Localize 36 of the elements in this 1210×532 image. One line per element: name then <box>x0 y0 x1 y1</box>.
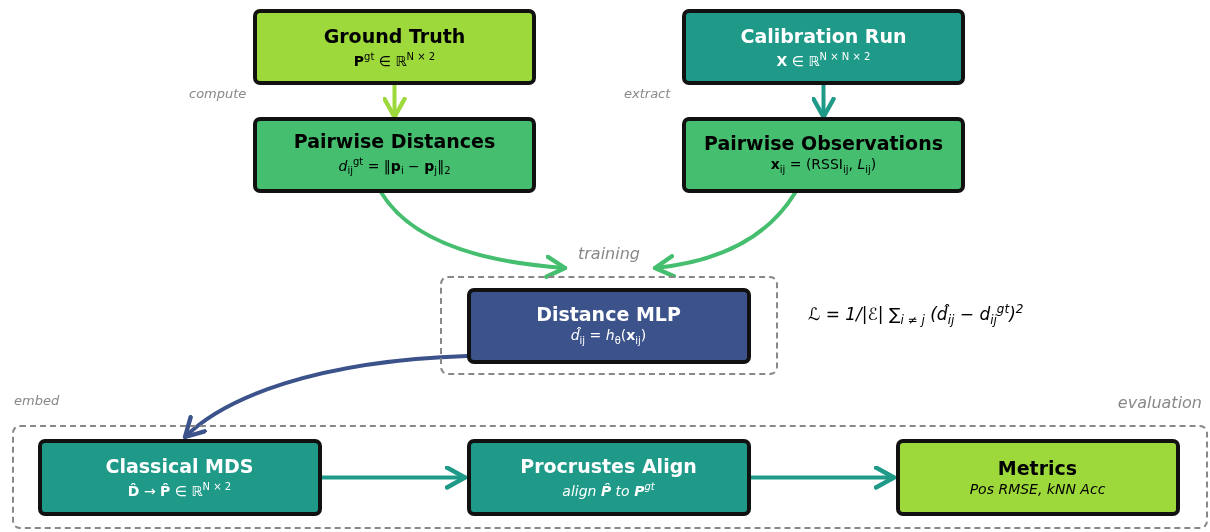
box-formula: D̂ → P̂ ∈ ℝ$^{N × 2}$ <box>127 480 232 500</box>
loss-formula: ℒ = 1/|ℰ| ∑$_{i ≠ j}$ (d̂$_{ij}$ − d$_{ij}$$^{gt}$)$^{2}$ <box>808 302 1024 328</box>
box-formula: X ∈ ℝ$^{N × N × 2}$ <box>776 50 871 70</box>
step-note: extract <box>624 86 671 101</box>
arrow <box>382 83 407 120</box>
group-heading: evaluation <box>1117 393 1202 412</box>
process-box <box>682 117 965 193</box>
step-note: compute <box>189 86 247 101</box>
box-title: Pairwise Distances <box>293 129 496 154</box>
box-title: Calibration Run <box>740 24 907 49</box>
process-box <box>253 117 536 193</box>
box-formula: d̂$_{ij}$ = h$_{θ}$(x$_{ij}$) <box>570 325 647 348</box>
box-title: Classical MDS <box>105 454 254 479</box>
box-title: Ground Truth <box>323 24 466 49</box>
process-box <box>895 438 1180 516</box>
group-heading: training <box>578 244 640 263</box>
arrow <box>320 465 468 490</box>
process-box <box>253 9 536 85</box>
arrow <box>379 191 568 279</box>
process-box <box>466 287 751 364</box>
box-title: Pairwise Observations <box>704 131 943 156</box>
box-formula: d$_{ij}$$^{gt}$ = ‖p$_{i}$ − p$_{j}$‖$_{2}$ <box>338 155 451 179</box>
step-note: embed <box>14 393 60 408</box>
box-title: Distance MLP <box>536 301 681 326</box>
box-title: Metrics <box>997 456 1078 480</box>
box-formula: P$^{gt}$ ∈ ℝ$^{N × 2}$ <box>353 50 436 70</box>
box-formula: align P̂ to P$^{gt}$ <box>562 480 655 500</box>
process-box <box>466 438 751 516</box>
process-box <box>682 9 965 85</box>
arrow <box>749 465 897 490</box>
box-title: Procrustes Align <box>520 454 697 479</box>
process-box <box>37 438 322 516</box>
box-formula: x$_{ij}$ = (RSSI$_{ij}$, L$_{ij}$) <box>770 155 877 177</box>
arrow <box>811 83 836 120</box>
arrow <box>652 191 797 278</box>
box-formula: Pos RMSE, kNN Acc <box>969 480 1106 498</box>
